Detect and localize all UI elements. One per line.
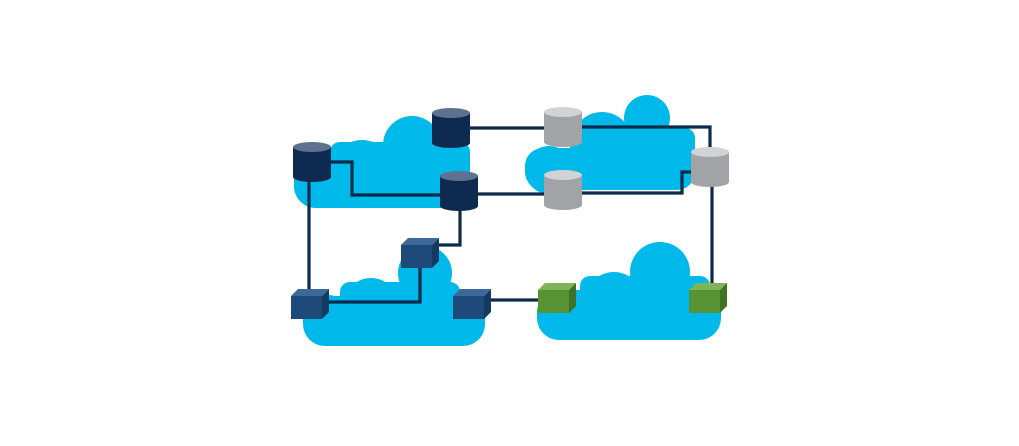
link-database-gray-top-to-database-gray-right (581, 125, 712, 152)
cloud-layer (294, 95, 721, 346)
network-switch-icon (689, 283, 727, 313)
network-switch-icon (453, 289, 491, 319)
switch-blue-upper (401, 238, 439, 268)
switch-green-right (689, 283, 727, 313)
database-icon (691, 147, 729, 187)
database-dark-top (432, 108, 470, 148)
database-gray-right (691, 147, 729, 187)
database-dark-middle (440, 171, 478, 211)
database-icon (293, 142, 331, 182)
cloud-top-right (525, 95, 695, 194)
switch-blue-left (291, 289, 329, 319)
switch-green-left (538, 283, 576, 313)
link-layer (307, 125, 714, 304)
network-switch-icon (291, 289, 329, 319)
link-database-gray-middle-to-database-gray-right (581, 170, 692, 195)
database-gray-middle (544, 170, 582, 210)
database-gray-top (544, 107, 582, 147)
database-dark-left (293, 142, 331, 182)
link-switch-blue-upper-to-switch-blue-left (328, 266, 422, 304)
node-layer (291, 107, 729, 319)
cloud-bottom-right (537, 242, 721, 340)
database-icon (440, 171, 478, 211)
link-database-dark-left-to-database-dark-middle (330, 160, 441, 197)
database-icon (544, 170, 582, 210)
database-icon (544, 107, 582, 147)
network-switch-icon (538, 283, 576, 313)
link-database-dark-middle-to-switch-blue-upper (436, 206, 462, 247)
cloud-bottom-left (303, 246, 485, 346)
network-switch-icon (401, 238, 439, 268)
switch-blue-right (453, 289, 491, 319)
database-icon (432, 108, 470, 148)
